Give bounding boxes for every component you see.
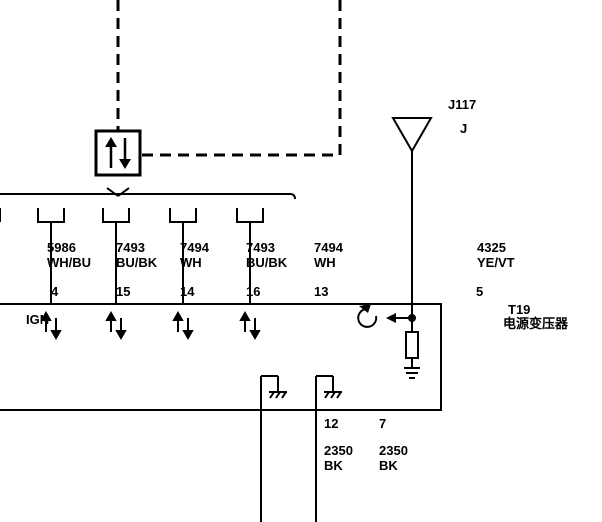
dashed-harness-lines	[116, 0, 342, 157]
wire-color: WH	[180, 255, 202, 270]
wire-circuit: 7493	[246, 240, 275, 255]
module-box	[0, 303, 442, 411]
antenna-input-circuit	[357, 304, 420, 379]
ground-circuit: 2350	[379, 443, 408, 458]
ground-pin: 7	[379, 416, 386, 431]
wire-pin: 16	[246, 284, 260, 299]
wire-color: BU/BK	[246, 255, 288, 270]
ground-color: BK	[379, 458, 398, 473]
signal-wires	[50, 222, 251, 304]
connector-cups	[0, 208, 264, 223]
wire-pin: 13	[314, 284, 328, 299]
harness-bracket	[0, 193, 296, 200]
module-id: T19	[508, 302, 530, 317]
ground-pin: 12	[324, 416, 338, 431]
ground-connections	[260, 375, 342, 522]
wire-circuit: 4325	[477, 240, 506, 255]
wire-circuit: 7494	[314, 240, 344, 255]
wire-color: BU/BK	[116, 255, 158, 270]
module-name: 电源变压器	[503, 316, 569, 332]
wire-color: WH/BU	[47, 255, 91, 270]
bus-gateway-icon	[94, 129, 142, 177]
antenna-icon	[391, 117, 433, 318]
connector-id: J117	[448, 97, 476, 112]
wire-color: YE/VT	[477, 255, 515, 270]
ground-color: BK	[324, 458, 343, 473]
wire-pin: 15	[116, 284, 130, 299]
signal-arrows-icon	[40, 310, 261, 341]
connector-letter: J	[460, 121, 467, 136]
wire-pin: 5	[476, 284, 483, 299]
wire-pin: 4	[51, 284, 59, 299]
wire-circuit: 7493	[116, 240, 145, 255]
wire-pin: 14	[180, 284, 195, 299]
wire-color: WH	[314, 255, 336, 270]
wire-circuit: 5986	[47, 240, 76, 255]
ground-circuit: 2350	[324, 443, 353, 458]
wire-circuit: 7494	[180, 240, 210, 255]
